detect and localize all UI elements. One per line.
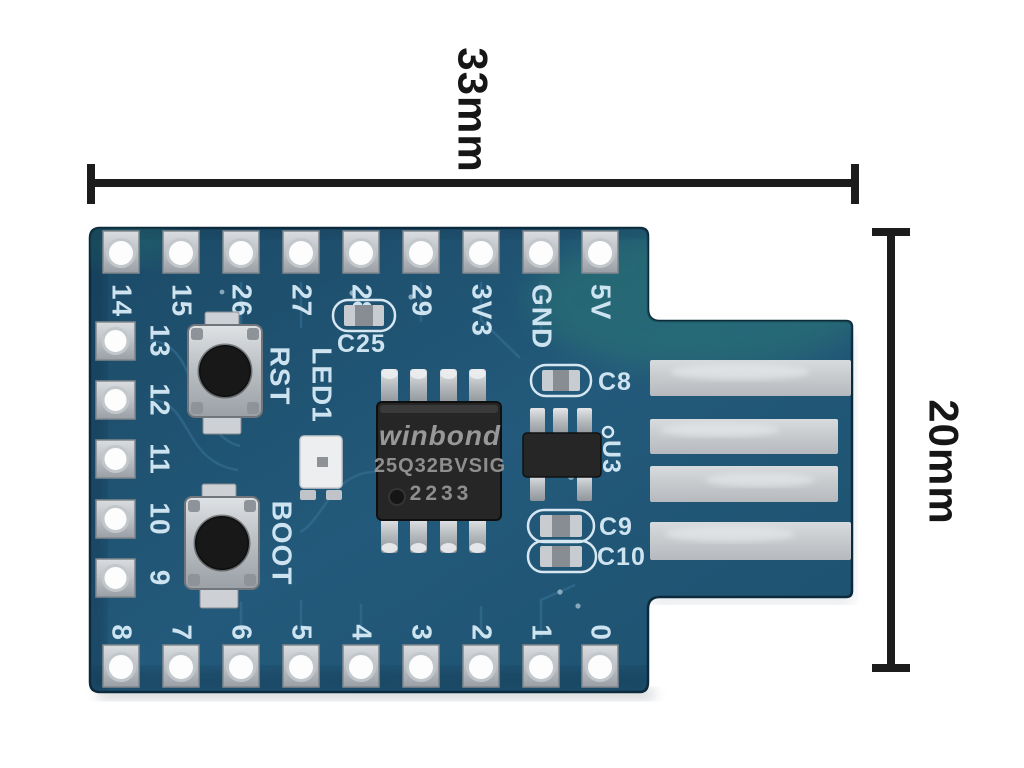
boot-button: BOOT	[184, 483, 298, 609]
pin-label-9: 9	[145, 570, 176, 587]
flash-chip: winbond 25Q32BVSIG 2233	[374, 369, 506, 553]
pin-label-15: 15	[167, 284, 198, 317]
pin-label-29: 29	[407, 284, 438, 317]
pin-label-7: 7	[167, 624, 198, 641]
pin-label-27: 27	[287, 284, 318, 317]
pin-label-1: 1	[527, 624, 558, 641]
pin-label-12: 12	[145, 383, 176, 416]
pin-label-gnd: GND	[527, 284, 558, 349]
chip-body	[376, 401, 502, 521]
pin-pad	[222, 230, 260, 274]
pin-label-6: 6	[227, 624, 258, 641]
rst-label: RST	[265, 347, 296, 406]
pin-header-top	[102, 230, 619, 274]
pin-pad	[402, 230, 440, 274]
pcb-traces	[149, 282, 576, 638]
dimension-width: 33mm	[87, 47, 859, 204]
pin-pad	[95, 499, 136, 539]
boot-label: BOOT	[267, 501, 298, 586]
chip-brand: winbond	[379, 420, 501, 451]
height-dimension-endcap-top	[872, 228, 910, 236]
pin-pad	[222, 644, 260, 688]
boot-button-plunger	[195, 516, 249, 570]
usb-connector-pads	[650, 360, 851, 560]
teal-tint	[530, 230, 852, 370]
rst-button-plunger	[199, 345, 251, 397]
height-dimension-line	[887, 231, 895, 669]
capacitor-c25: C25	[331, 298, 397, 358]
pin-pad	[462, 644, 500, 688]
c10-label: C10	[597, 543, 646, 571]
pin-header-bottom	[102, 644, 619, 688]
chip-pins	[381, 369, 486, 553]
regulator-u3: U3	[522, 408, 625, 501]
dimension-height: 20mm	[872, 228, 968, 672]
pin-pad	[95, 558, 136, 598]
pin-label-13: 13	[145, 324, 176, 357]
pin-label-10: 10	[145, 502, 176, 535]
width-dimension-endcap-right	[851, 164, 859, 204]
pin-pad	[95, 439, 136, 479]
led1: LED1	[299, 347, 343, 500]
pin-pad	[282, 644, 320, 688]
pin-pad	[581, 230, 619, 274]
c9-label: C9	[599, 513, 633, 541]
rst-button: RST	[187, 311, 296, 435]
u3-pin1-marker	[601, 425, 615, 439]
pin-label-5v: 5V	[586, 284, 617, 320]
c8-label: C8	[598, 368, 632, 396]
chip-pin1-dot	[388, 488, 406, 506]
pin-label-3: 3	[407, 624, 438, 641]
capacitor-c10: C10	[526, 539, 646, 574]
pin-label-5: 5	[287, 624, 318, 641]
pin-label-3v3: 3V3	[467, 284, 498, 337]
width-dimension-line	[90, 179, 856, 187]
pin-pad	[282, 230, 320, 274]
pin-pad	[581, 644, 619, 688]
pin-label-11: 11	[145, 443, 176, 475]
pin-pad	[522, 230, 560, 274]
u3-label: U3	[597, 440, 625, 474]
width-dimension-label: 33mm	[450, 47, 497, 172]
chip-date-code: 2233	[410, 482, 473, 505]
pin-pad	[102, 644, 140, 688]
pin-pad	[342, 644, 380, 688]
pin-label-2: 2	[467, 624, 498, 641]
pin-label-4: 4	[347, 624, 378, 641]
chip-part: 25Q32BVSIG	[374, 455, 506, 477]
led1-label: LED1	[307, 347, 338, 423]
pin-pad	[522, 644, 560, 688]
pin-pad	[402, 644, 440, 688]
pin-pad	[162, 230, 200, 274]
pin-pad	[342, 230, 380, 274]
pin-header-left	[95, 321, 136, 598]
pin-label-14: 14	[107, 284, 138, 317]
pin-label-8: 8	[107, 624, 138, 641]
height-dimension-label: 20mm	[921, 399, 968, 524]
c25-label: C25	[337, 330, 386, 358]
pin-label-0: 0	[586, 624, 617, 641]
pin-pad	[102, 230, 140, 274]
height-dimension-endcap-bottom	[872, 664, 910, 672]
pin-pad	[462, 230, 500, 274]
pin-pad	[95, 380, 136, 420]
capacitor-c8: C8	[529, 363, 632, 398]
width-dimension-endcap-left	[87, 164, 95, 204]
pin-pad	[162, 644, 200, 688]
pin-pad	[95, 321, 136, 361]
